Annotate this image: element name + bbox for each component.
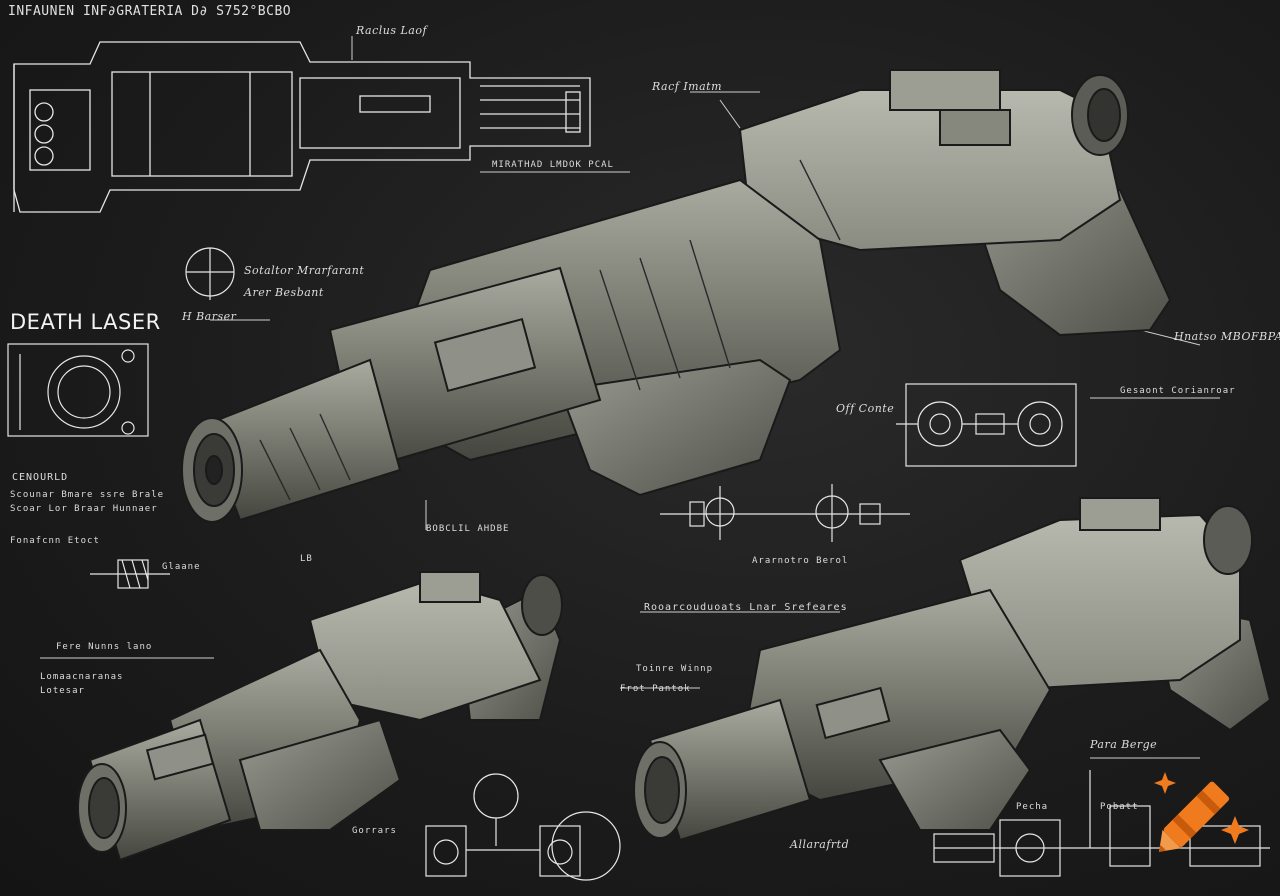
mechanism-schematic (896, 383, 1077, 467)
annotation-label: Gorrars (352, 826, 397, 836)
annotation-label: Fere Nunns lano (56, 642, 153, 652)
annotation-label: Hnatso MBOFBPAK (1174, 330, 1280, 343)
scope-detail-box (7, 343, 149, 437)
crayon-logo-icon (1154, 772, 1249, 852)
sheet-header: INFAUNEN INF∂GRATERIA D∂ S752°BCBO (8, 4, 292, 19)
annotation-label: Pobatt (1100, 802, 1139, 812)
annotation-label: Fonafcnn Etoct (10, 536, 100, 546)
screw-detail (90, 559, 170, 589)
circle-detail (185, 247, 235, 300)
annotation-label: Off Conte (836, 402, 895, 415)
page-title: DEATH LASER (10, 310, 161, 334)
annotation-label: Racf Imatm (652, 80, 723, 93)
annotation-label: Arer Besbant (244, 286, 324, 299)
annotation-label: Gesaont Corianroar (1120, 386, 1236, 396)
annotation-label: Lotesar (40, 686, 85, 696)
main-laser-render (181, 69, 1172, 523)
annotation-label: Allarafrtd (790, 838, 850, 851)
annotation-label: Pecha (1016, 802, 1049, 812)
trigger-mechanism-schematic (933, 770, 1270, 877)
annotation-label: Ararnotro Berol (752, 556, 849, 566)
annotation-label: MIRATHAD LMDOK PCAL (492, 160, 614, 170)
leader-lines (40, 36, 1220, 759)
side-view-schematic (13, 41, 591, 213)
left-laser-render (77, 571, 563, 862)
annotation-label: Para Berge (1090, 738, 1158, 751)
sparkle-icon (1154, 772, 1249, 844)
shaft-detail (660, 484, 910, 542)
annotation-label: BOBCLIL AHDBE (426, 524, 510, 534)
annotation-label: Glaane (162, 562, 201, 572)
right-laser-render (633, 497, 1272, 842)
annotation-label: LB (300, 554, 313, 564)
annotation-label: Frot Pantok (620, 684, 691, 694)
annotation-label: Sotaltor Mrarfarant (244, 264, 365, 277)
annotation-label: Toinre Winnp (636, 664, 714, 674)
annotation-label: Raclus Laof (356, 24, 428, 37)
annotation-label: Scoar Lor Braar Hunnaer (10, 504, 158, 514)
annotation-label: H Barser (182, 310, 237, 323)
annotation-label: Scounar Bmare ssre Brale (10, 490, 165, 500)
gauge-detail (425, 773, 621, 881)
annotation-label: CENOURLD (12, 472, 69, 483)
annotation-label: Rooarcouduoats Lnar Srefeares (644, 602, 848, 613)
annotation-label: Lomaacnaranas (40, 672, 124, 682)
